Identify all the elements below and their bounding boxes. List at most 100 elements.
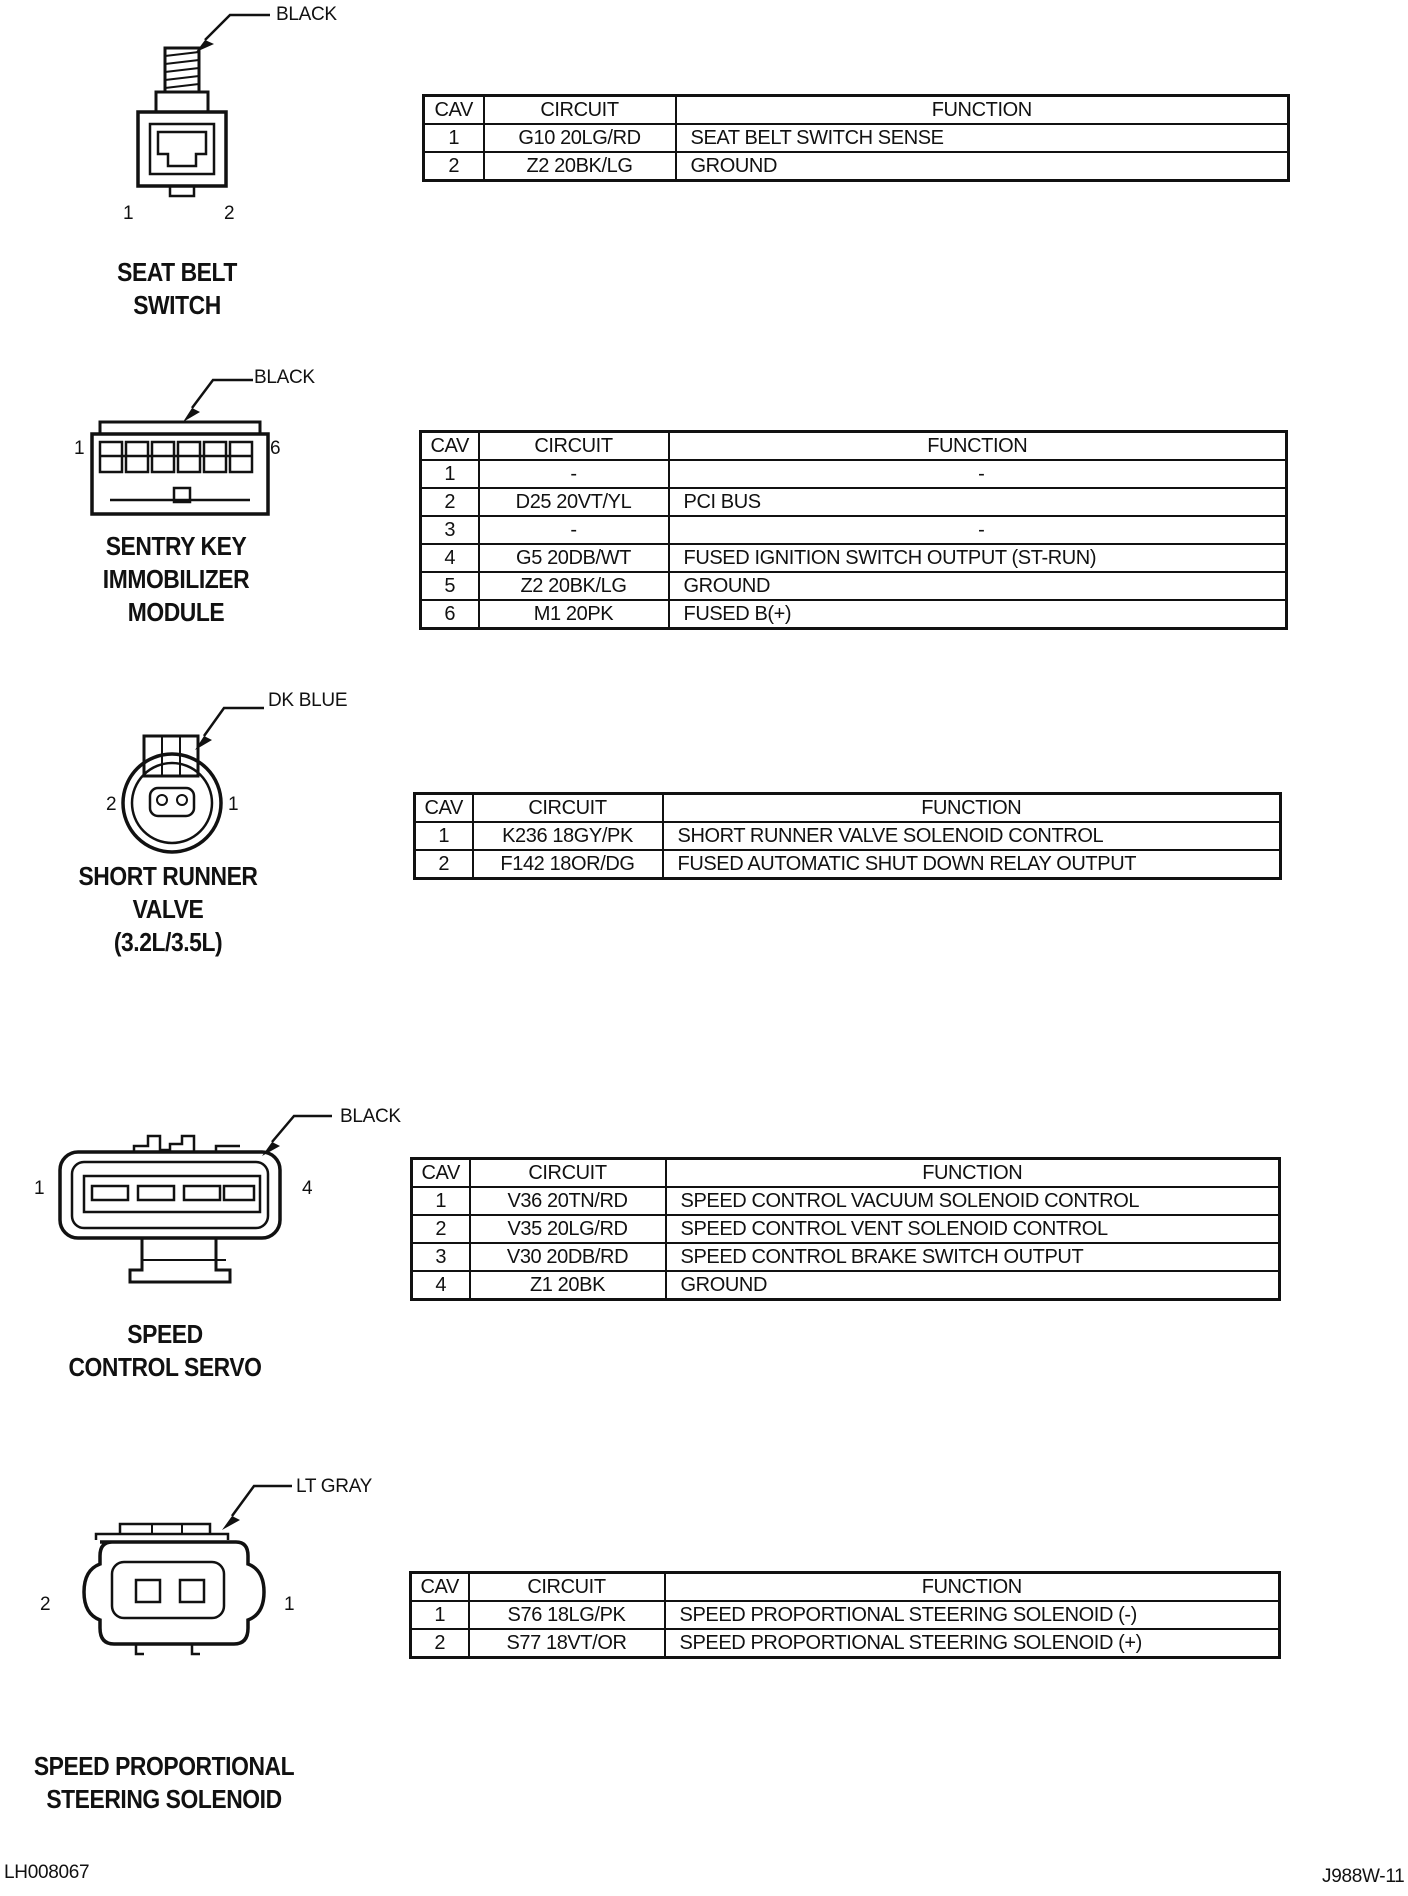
cav-cell: 2 (422, 151, 485, 182)
table-header-row: CAV CIRCUIT FUNCTION (422, 94, 1290, 125)
table-row: 2 Z2 20BK/LG GROUND (422, 151, 1290, 182)
title-line: SPEED (127, 1319, 203, 1349)
table-row: 3 - - (419, 515, 1288, 545)
circuit-cell: V35 20LG/RD (468, 1214, 667, 1244)
function-header: FUNCTION (664, 1157, 1281, 1188)
steering-solenoid-connector-icon (82, 1484, 292, 1656)
function-header: FUNCTION (674, 94, 1290, 125)
circuit-cell: S76 18LG/PK (467, 1600, 666, 1630)
function-cell: - (667, 515, 1288, 545)
cav-cell: 6 (419, 599, 480, 630)
sentry-key-module-title: SENTRY KEY IMMOBILIZER MODULE (79, 530, 273, 629)
sentry-key-module-pin-left: 1 (74, 438, 85, 459)
function-cell: - (667, 459, 1288, 489)
table-row: 1 K236 18GY/PK SHORT RUNNER VALVE SOLENO… (413, 821, 1282, 851)
function-cell: SPEED PROPORTIONAL STEERING SOLENOID (-) (663, 1600, 1281, 1630)
function-cell: FUSED AUTOMATIC SHUT DOWN RELAY OUTPUT (661, 849, 1282, 880)
speed-control-servo-color: BLACK (340, 1106, 401, 1127)
circuit-cell: G5 20DB/WT (477, 543, 670, 573)
table-row: 4 Z1 20BK GROUND (410, 1270, 1281, 1301)
cav-cell: 1 (422, 123, 485, 153)
cav-cell: 5 (419, 571, 480, 601)
sentry-key-module-pin-right: 6 (270, 438, 281, 459)
function-header: FUNCTION (667, 430, 1288, 461)
short-runner-valve-cavity-table: CAV CIRCUIT FUNCTION 1 K236 18GY/PK SHOR… (413, 792, 1282, 880)
function-cell: FUSED IGNITION SWITCH OUTPUT (ST-RUN) (667, 543, 1288, 573)
sentry-key-module-cavity-table: CAV CIRCUIT FUNCTION 1 - - 2 D25 20VT/YL… (419, 430, 1288, 630)
sentry-key-module-connector-icon (90, 378, 270, 516)
title-line: SENTRY KEY (105, 531, 247, 561)
table-header-row: CAV CIRCUIT FUNCTION (409, 1571, 1281, 1602)
steering-solenoid-pin-left: 2 (40, 1594, 51, 1615)
cav-cell: 1 (409, 1600, 470, 1630)
seat-belt-switch-cavity-table: CAV CIRCUIT FUNCTION 1 G10 20LG/RD SEAT … (422, 94, 1290, 182)
steering-solenoid-cavity-table: CAV CIRCUIT FUNCTION 1 S76 18LG/PK SPEED… (409, 1571, 1281, 1659)
circuit-cell: Z2 20BK/LG (482, 151, 677, 182)
circuit-cell: F142 18OR/DG (471, 849, 664, 880)
function-cell: SPEED CONTROL VENT SOLENOID CONTROL (664, 1214, 1281, 1244)
short-runner-valve-color: DK BLUE (268, 690, 348, 711)
title-line: SPEED PROPORTIONAL (33, 1751, 295, 1781)
table-header-row: CAV CIRCUIT FUNCTION (419, 430, 1288, 461)
cav-cell: 1 (410, 1186, 471, 1216)
sentry-key-module-color: BLACK (254, 367, 315, 388)
circuit-cell: S77 18VT/OR (467, 1628, 666, 1659)
circuit-header: CIRCUIT (471, 792, 664, 823)
function-cell: SEAT BELT SWITCH SENSE (674, 123, 1290, 153)
steering-solenoid-pin-right: 1 (284, 1594, 295, 1615)
cav-cell: 2 (410, 1214, 471, 1244)
title-line: SEAT BELT (117, 257, 237, 287)
function-header: FUNCTION (661, 792, 1282, 823)
short-runner-valve-title: SHORT RUNNER VALVE (3.2L/3.5L) (70, 860, 265, 959)
function-cell: SPEED CONTROL BRAKE SWITCH OUTPUT (664, 1242, 1281, 1272)
speed-control-servo-title: SPEED CONTROL SERVO (52, 1318, 277, 1384)
function-header: FUNCTION (663, 1571, 1281, 1602)
short-runner-valve-connector-icon (121, 706, 264, 854)
short-runner-valve-pin-left: 2 (106, 794, 117, 815)
cav-cell: 2 (419, 487, 480, 517)
table-row: 2 D25 20VT/YL PCI BUS (419, 487, 1288, 517)
title-line: STEERING SOLENOID (46, 1784, 282, 1814)
title-line: IMMOBILIZER (102, 564, 250, 594)
function-cell: GROUND (674, 151, 1290, 182)
cav-cell: 1 (413, 821, 474, 851)
cav-cell: 2 (413, 849, 474, 880)
table-row: 2 V35 20LG/RD SPEED CONTROL VENT SOLENOI… (410, 1214, 1281, 1244)
circuit-cell: Z1 20BK (468, 1270, 667, 1301)
circuit-header: CIRCUIT (468, 1157, 667, 1188)
table-row: 2 S77 18VT/OR SPEED PROPORTIONAL STEERIN… (409, 1628, 1281, 1659)
table-row: 2 F142 18OR/DG FUSED AUTOMATIC SHUT DOWN… (413, 849, 1282, 880)
seat-belt-switch-connector-icon (136, 13, 270, 198)
circuit-header: CIRCUIT (467, 1571, 666, 1602)
drawing-number-right: J988W-11 (1322, 1866, 1405, 1887)
speed-control-servo-connector-icon (58, 1114, 332, 1284)
table-row: 5 Z2 20BK/LG GROUND (419, 571, 1288, 601)
function-cell: SPEED PROPORTIONAL STEERING SOLENOID (+) (663, 1628, 1281, 1659)
function-cell: PCI BUS (667, 487, 1288, 517)
circuit-cell: G10 20LG/RD (482, 123, 677, 153)
circuit-cell: - (477, 515, 670, 545)
function-cell: FUSED B(+) (667, 599, 1288, 630)
table-row: 6 M1 20PK FUSED B(+) (419, 599, 1288, 630)
table-row: 1 - - (419, 459, 1288, 489)
table-row: 1 G10 20LG/RD SEAT BELT SWITCH SENSE (422, 123, 1290, 153)
circuit-cell: D25 20VT/YL (477, 487, 670, 517)
seat-belt-switch-color: BLACK (276, 4, 337, 25)
table-row: 4 G5 20DB/WT FUSED IGNITION SWITCH OUTPU… (419, 543, 1288, 573)
circuit-cell: V30 20DB/RD (468, 1242, 667, 1272)
table-header-row: CAV CIRCUIT FUNCTION (413, 792, 1282, 823)
circuit-cell: M1 20PK (477, 599, 670, 630)
cav-header: CAV (422, 94, 485, 125)
cav-header: CAV (409, 1571, 470, 1602)
cav-cell: 2 (409, 1628, 470, 1659)
title-line: VALVE (132, 894, 204, 924)
cav-header: CAV (413, 792, 474, 823)
cav-cell: 3 (419, 515, 480, 545)
speed-control-servo-pin-left: 1 (34, 1178, 45, 1199)
cav-header: CAV (419, 430, 480, 461)
title-line: (3.2L/3.5L) (113, 927, 223, 957)
steering-solenoid-color: LT GRAY (296, 1476, 373, 1497)
seat-belt-switch-pin-right: 2 (224, 203, 235, 224)
cav-header: CAV (410, 1157, 471, 1188)
speed-control-servo-cavity-table: CAV CIRCUIT FUNCTION 1 V36 20TN/RD SPEED… (410, 1157, 1281, 1301)
